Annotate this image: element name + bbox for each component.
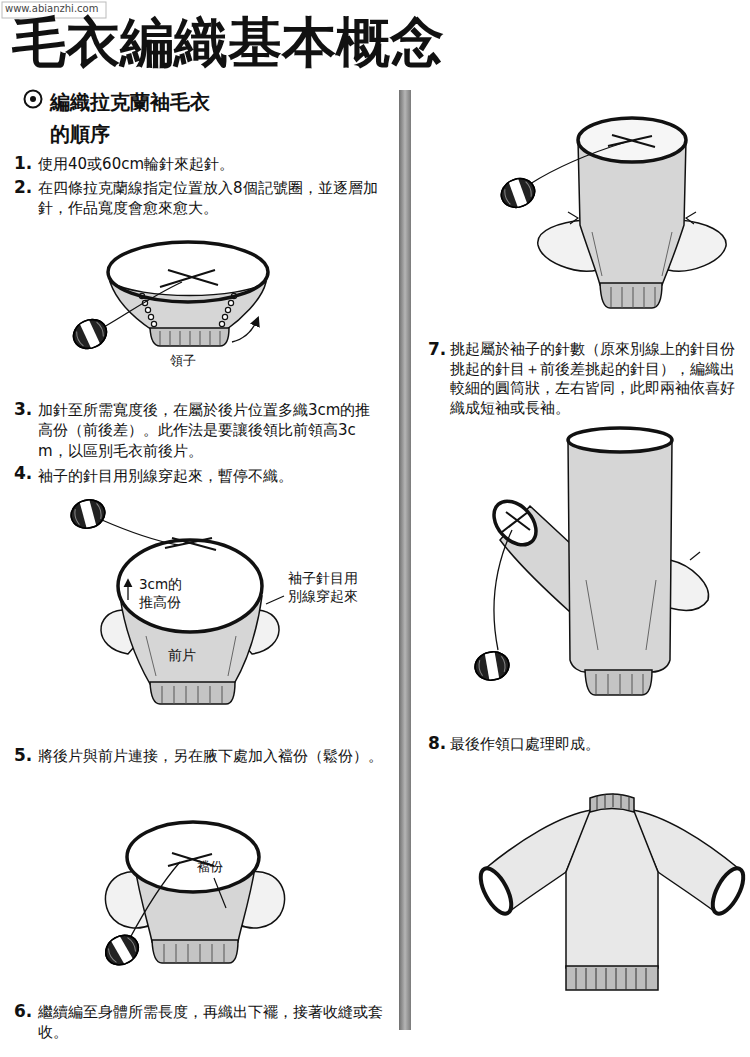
sleeve-figure <box>585 670 652 695</box>
raised-back-figure <box>102 520 178 545</box>
figure-label: 襠份 <box>197 858 223 876</box>
body-tube-figure <box>592 232 672 276</box>
sleeve-figure <box>670 560 709 610</box>
figure-label: 3cm的推高份 <box>139 576 189 611</box>
joined-body-figure <box>100 929 143 970</box>
yoke-figure <box>225 307 230 312</box>
joined-body-figure <box>152 940 238 963</box>
yoke-figure <box>228 300 233 305</box>
raised-back-figure <box>146 636 236 676</box>
section-heading: 編織拉克蘭袖毛衣的順序 <box>50 86 226 150</box>
body-tube-figure <box>530 142 626 184</box>
sleeve-figure <box>502 512 530 532</box>
sleeve-figure <box>690 552 700 560</box>
finished-sweater-figure <box>576 968 646 990</box>
step-text: 加針至所需寬度後，在屬於後片位置多織3cm的推高份（前後差）。此作法是要讓後領比… <box>38 400 383 461</box>
yoke-figure <box>222 314 227 319</box>
step-text: 最後作領口處理即成。 <box>450 734 740 754</box>
step-number: 8. <box>428 732 446 755</box>
sleeve-figure <box>568 428 672 452</box>
yoke-figure <box>150 328 229 346</box>
yoke-figure <box>69 314 112 354</box>
figure-label: 領子 <box>170 352 196 370</box>
raised-back-figure <box>127 580 128 600</box>
bullet-symbol <box>25 91 42 108</box>
sleeve-figure <box>473 428 709 695</box>
joined-body-figure <box>100 822 284 971</box>
finished-sweater-figure <box>475 864 518 918</box>
page-title: 毛衣編織基本概念 <box>12 12 444 74</box>
yoke-figure <box>151 321 156 326</box>
yoke-figure <box>69 242 268 354</box>
sleeve-figure <box>586 580 656 650</box>
bullet-symbol <box>25 91 42 108</box>
joined-body-figure <box>127 822 259 892</box>
finished-sweater-figure <box>590 794 634 812</box>
yoke-figure <box>232 318 258 342</box>
raised-back-figure <box>150 682 235 704</box>
yoke-figure <box>104 282 182 327</box>
step-text: 挑起屬於袖子的針數（原來別線上的針目份挑起的針目＋前後差挑起的針目），編織出較細… <box>450 340 740 418</box>
yoke-figure <box>110 282 266 330</box>
watermark: www.abianzhi.com <box>5 3 98 15</box>
sleeve-figure <box>473 649 511 682</box>
finished-sweater-figure <box>566 966 658 990</box>
body-tube-figure <box>568 212 696 224</box>
yoke-figure <box>148 314 153 319</box>
finished-sweater-figure <box>566 806 658 968</box>
body-tube-figure <box>600 283 662 308</box>
raised-back-figure <box>68 496 108 532</box>
step-number: 4. <box>14 462 32 485</box>
step-text: 使用40或60cm輪針來起針。 <box>38 154 383 174</box>
figure-label: 前片 <box>168 646 196 665</box>
yoke-figure <box>145 307 150 312</box>
raised-back-figure <box>266 596 284 604</box>
raised-back-figure <box>162 686 222 704</box>
sleeve-figure <box>568 440 672 672</box>
joined-body-figure <box>130 862 180 938</box>
sleeve-figure <box>596 674 643 695</box>
yoke-figure <box>160 270 218 287</box>
divider-bar <box>399 90 411 1030</box>
step-text: 在四條拉克蘭線指定位置放入8個記號圈，並逐層加針，作品寬度會愈來愈大。 <box>38 178 383 219</box>
body-tube-figure <box>611 287 655 308</box>
step-number: 6. <box>14 1000 32 1023</box>
yoke-figure <box>219 321 224 326</box>
yoke-figure <box>108 242 268 302</box>
raised-back-figure <box>68 496 284 704</box>
step-number: 7. <box>428 338 446 361</box>
raised-back-figure <box>118 540 262 632</box>
finished-sweater-figure <box>475 793 750 990</box>
step-number: 5. <box>14 744 32 767</box>
joined-body-figure <box>164 944 224 963</box>
yoke-figure <box>160 331 220 346</box>
bullet-symbol <box>30 96 36 102</box>
step-text: 繼續編至身體所需長度，再織出下襬，接著收縫或套收。 <box>38 1002 383 1043</box>
step-text: 將後片與前片連接，另在腋下處加入襠份（鬆份）。 <box>38 746 383 766</box>
step-number: 2. <box>14 176 32 199</box>
finished-sweater-figure <box>597 793 629 810</box>
joined-body-figure <box>214 878 226 908</box>
finished-sweater-figure <box>707 864 750 918</box>
body-tube-figure <box>497 118 726 308</box>
figure-label: 袖子針目用別線穿起來 <box>288 570 362 605</box>
step-number: 1. <box>14 152 32 175</box>
body-tube-figure <box>497 174 539 212</box>
body-tube-figure <box>578 118 686 162</box>
sleeve-figure <box>494 530 512 650</box>
sleeve-figure <box>486 493 545 553</box>
step-number: 3. <box>14 398 32 421</box>
step-text: 袖子的針目用別線穿起來，暫停不織。 <box>38 466 383 486</box>
